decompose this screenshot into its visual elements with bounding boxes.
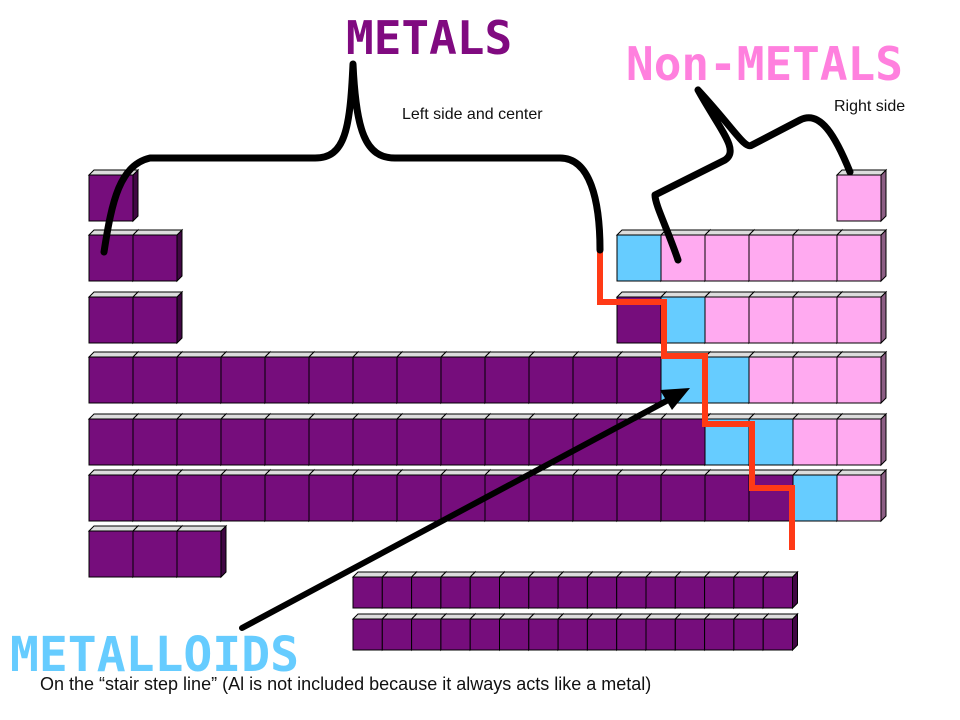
periodic-table-cells xyxy=(87,168,888,579)
nonmetal-cell xyxy=(835,290,888,345)
metal-cell xyxy=(439,468,492,523)
nonmetals-note: Right side xyxy=(834,98,906,115)
metal-cell xyxy=(175,350,228,405)
nonmetal-cell xyxy=(835,168,888,223)
metal-cell xyxy=(615,350,668,405)
metal-cell xyxy=(87,524,140,579)
metal-cell xyxy=(131,350,184,405)
nonmetal-cell xyxy=(747,228,800,283)
metal-cell xyxy=(395,412,448,467)
metal-cell xyxy=(219,468,272,523)
metal-cell xyxy=(468,612,506,652)
nonmetal-cell xyxy=(791,290,844,345)
metal-cell xyxy=(527,350,580,405)
metal-cell xyxy=(571,350,624,405)
nonmetal-cell xyxy=(791,228,844,283)
metal-cell xyxy=(131,290,184,345)
metal-cell xyxy=(175,468,228,523)
metal-cell xyxy=(263,412,316,467)
metal-cell xyxy=(761,612,799,652)
nonmetal-cell xyxy=(835,468,888,523)
metal-cell xyxy=(87,168,140,223)
metal-cell xyxy=(131,524,184,579)
metalloid-cell xyxy=(747,412,800,467)
metal-cell xyxy=(87,228,140,283)
metal-cell xyxy=(439,412,492,467)
nonmetal-cell xyxy=(747,290,800,345)
metal-cell xyxy=(131,468,184,523)
metal-cell xyxy=(659,468,712,523)
metal-cell xyxy=(175,412,228,467)
metal-cell xyxy=(439,570,477,610)
metal-cell xyxy=(87,412,140,467)
metalloids-arrow xyxy=(239,388,690,631)
metal-cell xyxy=(175,524,228,579)
metal-cell xyxy=(307,468,360,523)
metalloid-cell xyxy=(615,228,668,283)
metalloid-cell xyxy=(791,468,844,523)
metal-cell xyxy=(761,570,799,610)
metal-cell xyxy=(219,350,272,405)
nonmetals-bracket xyxy=(651,86,854,264)
nonmetal-cell xyxy=(835,228,888,283)
metal-cell xyxy=(703,468,756,523)
metal-cell xyxy=(615,468,668,523)
metal-cell xyxy=(87,350,140,405)
metal-cell xyxy=(131,412,184,467)
metal-cell xyxy=(351,350,404,405)
metalloids-title: METALLOIDS xyxy=(10,627,299,683)
metal-cell xyxy=(615,612,653,652)
metal-cell xyxy=(263,468,316,523)
metal-cell xyxy=(571,468,624,523)
metalloids-note: On the “stair step line” (Al is not incl… xyxy=(40,674,652,694)
f-block-cells xyxy=(351,570,799,652)
metal-cell xyxy=(219,412,272,467)
nonmetal-cell xyxy=(791,412,844,467)
metal-cell xyxy=(395,350,448,405)
metals-bracket xyxy=(100,60,604,256)
metal-cell xyxy=(307,412,360,467)
metals-note: Left side and center xyxy=(402,106,543,123)
nonmetal-cell xyxy=(835,350,888,405)
metal-cell xyxy=(395,468,448,523)
nonmetal-cell xyxy=(835,412,888,467)
metal-cell xyxy=(307,350,360,405)
nonmetal-cell xyxy=(791,350,844,405)
stair-step-line xyxy=(597,250,795,550)
metal-cell xyxy=(527,468,580,523)
metal-cell xyxy=(263,350,316,405)
metal-cell xyxy=(483,350,536,405)
metalloid-cell xyxy=(703,350,756,405)
nonmetal-cell xyxy=(747,350,800,405)
nonmetal-cell xyxy=(703,290,756,345)
metal-cell xyxy=(483,412,536,467)
metal-cell xyxy=(87,468,140,523)
metal-cell xyxy=(87,290,140,345)
metal-cell xyxy=(439,612,477,652)
metal-cell xyxy=(527,412,580,467)
metalloid-cell xyxy=(659,290,712,345)
nonmetals-title: Non-METALS xyxy=(626,37,903,91)
metal-cell xyxy=(439,350,492,405)
metal-cell xyxy=(351,412,404,467)
metal-cell xyxy=(131,228,184,283)
metal-cell xyxy=(351,468,404,523)
metals-title: METALS xyxy=(346,11,513,65)
nonmetal-cell xyxy=(703,228,756,283)
